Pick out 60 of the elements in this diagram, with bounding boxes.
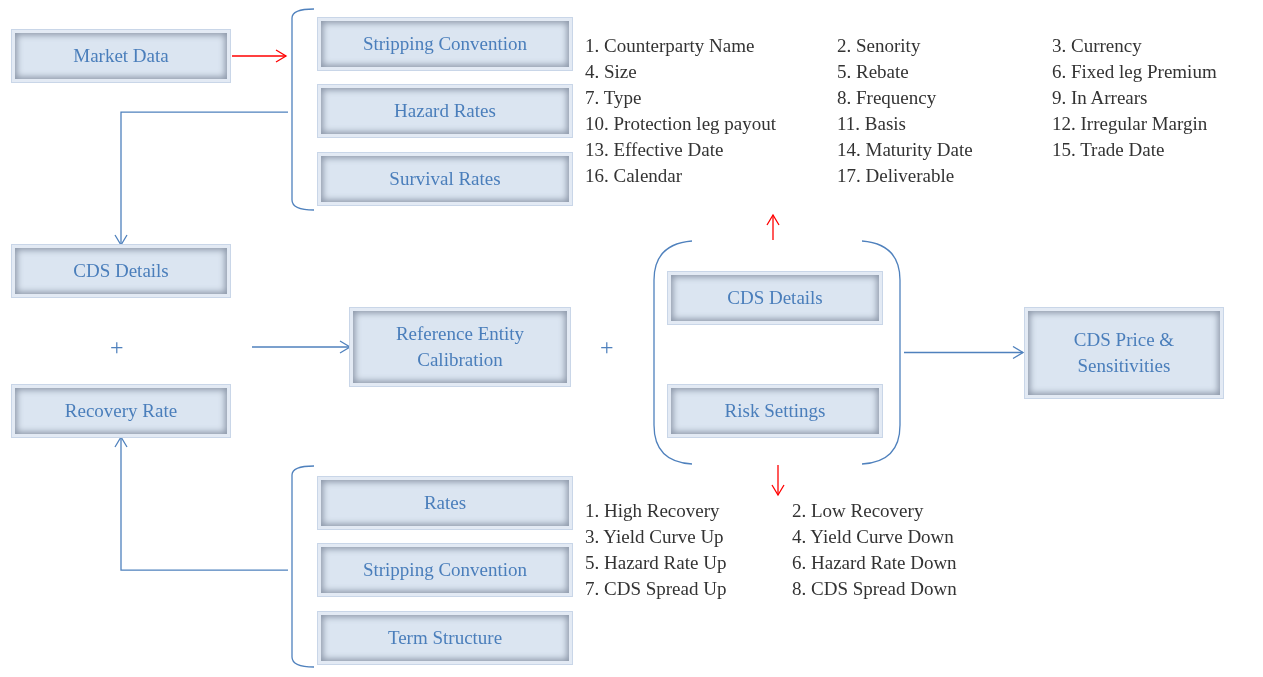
plus-sign: + xyxy=(110,333,124,361)
list-item: 7. CDS Spread Up xyxy=(585,577,727,601)
list-item: 5. Rebate xyxy=(837,60,909,84)
box-label: Stripping Convention xyxy=(362,558,528,582)
list-item: 15. Trade Date xyxy=(1052,138,1165,162)
process-box xyxy=(318,18,572,70)
list-item: 8. CDS Spread Down xyxy=(792,577,957,601)
process-box xyxy=(12,30,230,82)
process-box xyxy=(318,85,572,137)
process-box xyxy=(318,612,572,664)
arrow xyxy=(771,464,785,496)
list-item: 14. Maturity Date xyxy=(837,138,973,162)
list-item: 1. High Recovery xyxy=(585,499,720,523)
process-box xyxy=(12,245,230,297)
list-item: 9. In Arrears xyxy=(1052,86,1148,110)
box-label: CDS Details xyxy=(73,259,169,283)
box-label: Stripping Convention xyxy=(362,32,528,56)
list-item: 6. Hazard Rate Down xyxy=(792,551,957,575)
list-item: 11. Basis xyxy=(837,112,906,136)
arrow xyxy=(114,111,289,246)
process-box xyxy=(350,308,570,386)
process-box xyxy=(12,385,230,437)
list-item: 2. Senority xyxy=(837,34,921,58)
list-item: 16. Calendar xyxy=(585,164,683,188)
box-label: Hazard Rates xyxy=(394,99,496,123)
process-box xyxy=(318,544,572,596)
list-item: 1. Counterparty Name xyxy=(585,34,755,58)
process-box xyxy=(318,153,572,205)
list-item: 7. Type xyxy=(585,86,642,110)
list-item: 4. Size xyxy=(585,60,637,84)
plus-sign: + xyxy=(600,333,614,361)
list-item: 13. Effective Date xyxy=(585,138,724,162)
list-item: 17. Deliverable xyxy=(837,164,955,188)
box-label: Term Structure xyxy=(387,626,503,650)
box-label: CDS Price & Sensitivities xyxy=(1072,328,1176,378)
box-label: CDS Details xyxy=(727,286,823,310)
box-label: Survival Rates xyxy=(389,167,501,191)
process-box xyxy=(668,272,882,324)
list-item: 2. Low Recovery xyxy=(792,499,924,523)
arrow xyxy=(903,345,1024,360)
process-box xyxy=(1025,308,1223,398)
list-item: 3. Currency xyxy=(1052,34,1142,58)
box-label: Risk Settings xyxy=(724,399,826,423)
process-box xyxy=(318,477,572,529)
list-item: 12. Irregular Margin xyxy=(1052,112,1208,136)
list-item: 8. Frequency xyxy=(837,86,937,110)
box-label: Rates xyxy=(423,491,467,515)
list-item: 4. Yield Curve Down xyxy=(792,525,954,549)
box-label: Reference Entity Calibration xyxy=(394,322,526,372)
arrow xyxy=(766,214,780,241)
box-label: Recovery Rate xyxy=(64,399,178,423)
arrow xyxy=(114,436,289,571)
process-box xyxy=(668,385,882,437)
list-item: 5. Hazard Rate Up xyxy=(585,551,727,575)
box-label: Market Data xyxy=(73,44,169,68)
arrow xyxy=(251,340,351,354)
list-item: 6. Fixed leg Premium xyxy=(1052,60,1217,84)
list-item: 10. Protection leg payout xyxy=(585,112,777,136)
list-item: 3. Yield Curve Up xyxy=(585,525,724,549)
arrow xyxy=(231,49,287,63)
